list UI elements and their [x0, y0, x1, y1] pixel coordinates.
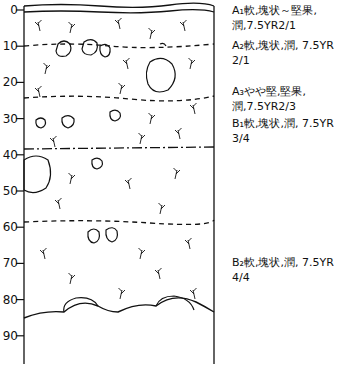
root [155, 268, 162, 279]
root [190, 103, 197, 114]
horizon-boundary [24, 96, 214, 101]
depth-number: 0 [0, 3, 18, 17]
root [175, 128, 182, 139]
root [180, 20, 187, 31]
column-edge [213, 6, 214, 364]
horizon-description: B₁軟,塊状,潤, 7.5YR 3/4 [232, 116, 340, 146]
root [159, 203, 166, 214]
root [50, 136, 57, 147]
horizon-description: A₂軟,塊状,潤, 7.5YR 2/1 [232, 38, 340, 68]
root [35, 20, 42, 31]
root [174, 168, 181, 179]
horizon-boundary [24, 147, 214, 149]
root [190, 288, 197, 299]
root [69, 273, 76, 284]
root [69, 173, 76, 184]
root [185, 238, 192, 249]
root [149, 113, 156, 124]
surface-line [24, 3, 214, 7]
root [119, 288, 126, 299]
root [139, 133, 146, 144]
depth-number: 40 [0, 148, 18, 162]
root [149, 28, 156, 39]
root [123, 58, 130, 69]
depth-ticks [16, 10, 24, 336]
depth-number: 20 [0, 75, 18, 89]
root [119, 83, 126, 94]
root [55, 198, 62, 209]
root [40, 248, 47, 259]
depth-number: 10 [0, 39, 18, 53]
root [69, 22, 76, 33]
depth-number: 80 [0, 293, 18, 307]
root [35, 86, 42, 97]
roots [35, 18, 197, 299]
horizon-boundary [24, 44, 214, 48]
depth-number: 30 [0, 112, 18, 126]
surface-line [24, 10, 214, 13]
horizon-description: A₃やや堅,堅果, 潤,7.5YR2/3 [232, 84, 340, 114]
depth-number: 70 [0, 256, 18, 270]
root [44, 63, 51, 74]
root [115, 18, 122, 29]
root [189, 58, 196, 69]
horizon-description: A₁軟,塊状～堅果, 潤,7.5YR2/1 [232, 3, 340, 33]
root [139, 248, 146, 259]
depth-number: 60 [0, 220, 18, 234]
stones [24, 40, 214, 318]
depth-number: 90 [0, 329, 18, 343]
root [125, 178, 132, 189]
horizon-boundary [24, 220, 214, 224]
horizon-description: B₂軟,塊状,潤, 7.5YR 4/4 [232, 255, 340, 285]
depth-number: 50 [0, 184, 18, 198]
